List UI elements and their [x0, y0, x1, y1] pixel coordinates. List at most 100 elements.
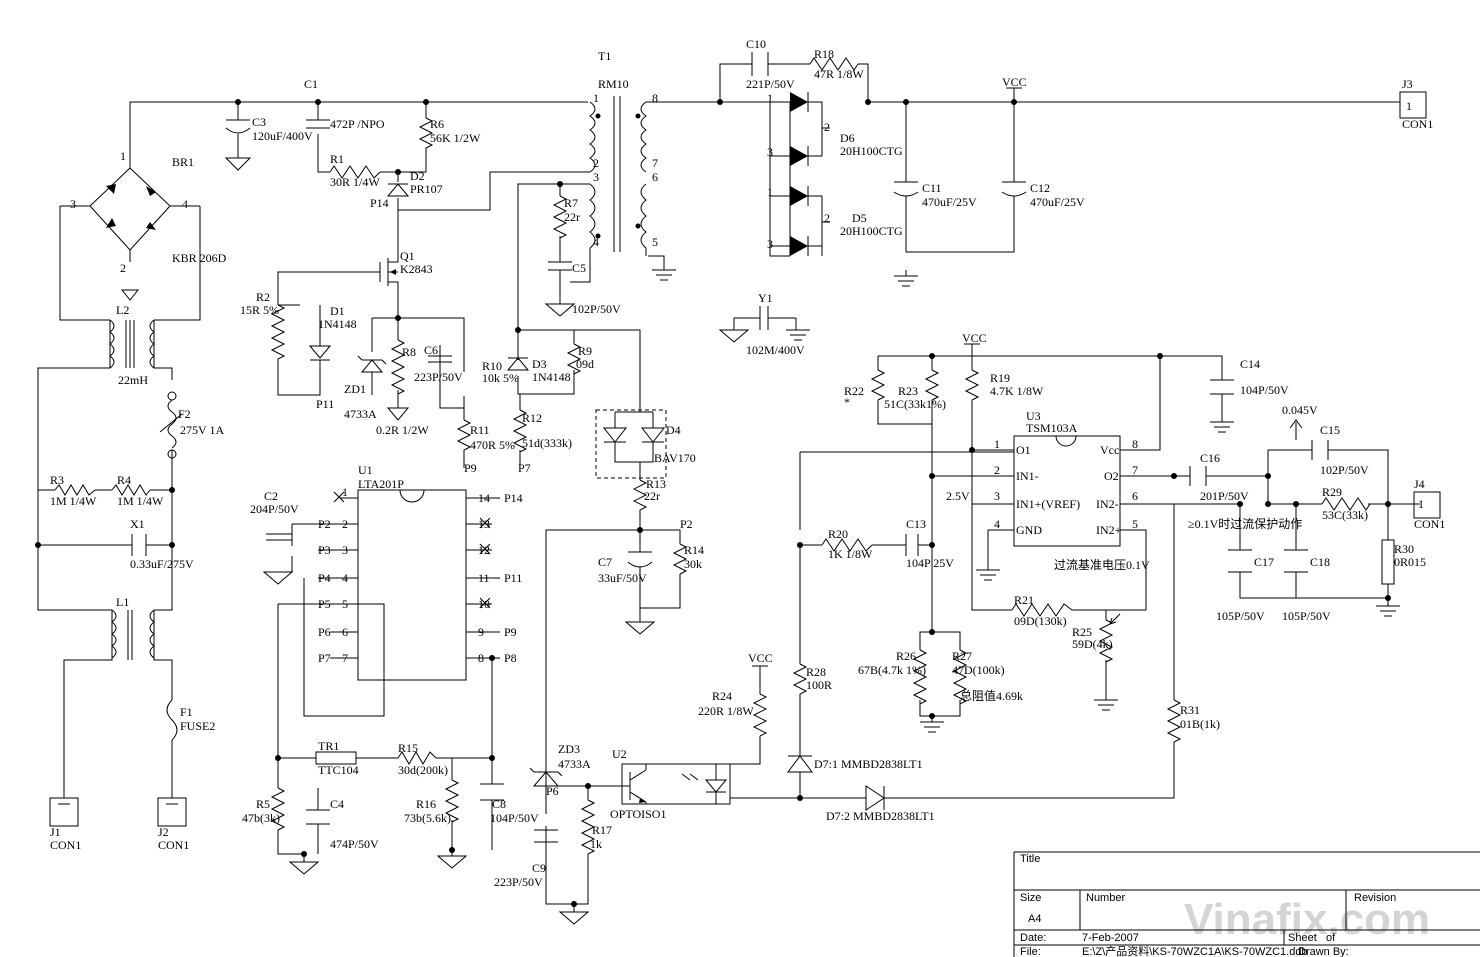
- mosfet-q1: [379, 254, 399, 290]
- label-r11v: 470R 5%: [470, 438, 515, 452]
- label-r23: R23: [898, 384, 918, 398]
- label-j4: J4: [1414, 477, 1425, 491]
- diode-d6: [770, 92, 823, 166]
- label-c12: C12: [1030, 181, 1050, 195]
- resistor-r19: [964, 369, 980, 404]
- resistor-r24: [752, 693, 768, 737]
- sheet-label: Sheet: [1288, 932, 1317, 944]
- label-c11v: 470uF/25V: [922, 195, 977, 209]
- label-r1v: 30R 1/4W: [330, 175, 380, 189]
- varistor-f2: [159, 391, 183, 459]
- label-r6: R6: [430, 117, 444, 131]
- capacitor-c13: [905, 534, 919, 556]
- resistor-r23: [924, 369, 940, 401]
- label-c14v: 104P/50V: [1240, 383, 1289, 397]
- label-u3in2p: IN2+: [1096, 523, 1122, 537]
- capacitor-c16: [1189, 466, 1207, 486]
- resistor-r8: [390, 339, 406, 395]
- resistor-r22: [870, 369, 886, 401]
- label-c10: C10: [746, 37, 766, 51]
- label-d71: D7:1 MMBD2838LT1: [814, 757, 923, 771]
- label-r18: R18: [814, 47, 834, 61]
- resistor-r7: [552, 195, 568, 239]
- label-r12: R12: [522, 411, 542, 425]
- label-f2: F2: [178, 407, 191, 421]
- label-r26v: 67B(4.7k 1%): [858, 663, 926, 677]
- label-u3o2: O2: [1104, 469, 1119, 483]
- diode-d7-1: [787, 755, 813, 773]
- file-value: E:\Z\产品资料\KS-70WZC1A\KS-70WZC1.ddb: [1082, 944, 1308, 957]
- label-r24: R24: [712, 689, 732, 703]
- label-u3v: TSM103A: [1026, 421, 1078, 435]
- capacitor-x1: [131, 534, 147, 556]
- label-u3p1: 1: [994, 437, 1000, 451]
- label-u3p8: 8: [1132, 437, 1138, 451]
- label-r10: R10: [482, 359, 502, 373]
- label-r11: R11: [470, 423, 490, 437]
- resistor-r16: [444, 779, 460, 823]
- diode-d4: [595, 409, 667, 479]
- fuse-f1: [166, 699, 178, 741]
- label-br2p: 2: [120, 261, 126, 275]
- label-d3: D3: [532, 357, 547, 371]
- label-c8: C8: [492, 797, 506, 811]
- label-c5: C5: [572, 261, 586, 275]
- connector-j1[interactable]: [49, 797, 79, 827]
- label-u3p7: 7: [1132, 463, 1138, 477]
- label-np4: P4: [318, 571, 331, 585]
- label-v0045: 0.045V: [1282, 403, 1318, 417]
- label-np14: P14: [504, 491, 523, 505]
- label-r25: R25: [1072, 625, 1092, 639]
- label-r6v: 56K 1/2W: [430, 131, 481, 145]
- label-c6v: 223P/50V: [414, 370, 463, 384]
- label-r4v: 1M 1/4W: [117, 494, 164, 508]
- label-r29v: 53C(33k): [1322, 508, 1368, 522]
- label-np11: P11: [504, 571, 522, 585]
- ground-symbols: [224, 157, 1400, 925]
- label-c11: C11: [922, 181, 942, 195]
- capacitor-c1: [306, 119, 330, 129]
- resistor-r17: [580, 799, 596, 860]
- diode-d7-2: [865, 785, 885, 811]
- label-d5: D5: [852, 211, 867, 225]
- label-d5p3: 3: [767, 237, 773, 251]
- label-p11a: P11: [316, 397, 334, 411]
- label-tr1v: TTC104: [318, 763, 359, 777]
- label-c9v: 223P/50V: [494, 875, 543, 889]
- label-f1v: FUSE2: [180, 719, 215, 733]
- resistor-r2: [270, 304, 286, 370]
- label-u1p2: 2: [342, 517, 348, 531]
- label-r8v: 0.2R 1/2W: [376, 423, 429, 437]
- label-c3: C3: [252, 115, 266, 129]
- label-j3v: CON1: [1402, 117, 1433, 131]
- drawn-label: Drawn By:: [1298, 946, 1349, 957]
- label-d5p1: 1: [767, 185, 773, 199]
- label-brv: KBR 206D: [172, 251, 227, 265]
- label-c14: C14: [1240, 357, 1260, 371]
- label-l1: L1: [116, 595, 129, 609]
- connector-j2[interactable]: [157, 797, 187, 827]
- label-r17v: 1k: [590, 837, 602, 851]
- connector-j3[interactable]: [1399, 91, 1427, 119]
- label-np9: P9: [504, 625, 517, 639]
- diode-d2: [386, 183, 410, 197]
- label-br4: 4: [182, 197, 188, 211]
- label-c7: C7: [598, 555, 612, 569]
- label-u3o1: O1: [1016, 443, 1031, 457]
- label-c15: C15: [1320, 423, 1340, 437]
- connector-j4[interactable]: [1413, 491, 1441, 519]
- resistor-r4: [111, 484, 151, 496]
- sheet-of: of: [1326, 932, 1336, 944]
- label-r28v: 100R: [806, 678, 832, 692]
- label-r21: R21: [1014, 593, 1034, 607]
- label-x1v: 0.33uF/275V: [130, 557, 194, 571]
- label-u1p1: 1: [342, 485, 348, 499]
- resistor-r1: [329, 165, 381, 179]
- label-tp8: 8: [652, 91, 658, 105]
- label-tp6: 6: [652, 170, 658, 184]
- capacitor-c17: [1228, 549, 1252, 573]
- label-x1: X1: [130, 517, 145, 531]
- label-d6: D6: [840, 131, 855, 145]
- resistor-r13: [632, 479, 648, 516]
- label-r7v: 22r: [564, 210, 580, 224]
